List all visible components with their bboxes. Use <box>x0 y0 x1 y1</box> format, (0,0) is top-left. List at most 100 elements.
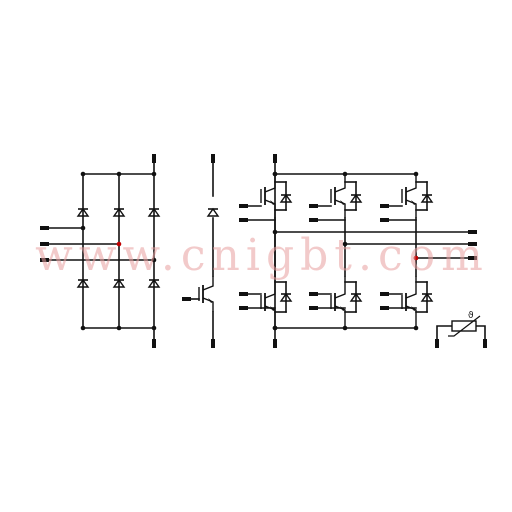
terminal-pin <box>40 242 49 246</box>
rectifier-upper-diode <box>112 207 126 217</box>
terminal-pin <box>380 204 389 208</box>
terminal-pin <box>182 297 191 301</box>
inverter-upper-diode <box>349 193 363 203</box>
diode-triangle <box>76 278 90 288</box>
junction-dots <box>80 171 419 331</box>
terminal-pin <box>309 306 318 310</box>
igbt-arrow <box>411 200 416 205</box>
inverter-upper-igbt <box>330 174 346 218</box>
terminal-pin <box>239 204 248 208</box>
terminal-pin <box>211 339 215 348</box>
igbt-emitter <box>334 199 346 218</box>
igbt-emitter <box>202 297 214 312</box>
igbt-arrow <box>208 298 213 303</box>
rectifier-lower-diode <box>147 278 161 288</box>
junction-dot <box>116 171 122 177</box>
terminal-pin <box>380 292 389 296</box>
diode-triangle <box>349 292 363 302</box>
junction-dot <box>272 171 278 177</box>
terminal-pin <box>239 292 248 296</box>
terminal-pin <box>211 154 215 163</box>
inverter-upper-diode <box>420 193 434 203</box>
terminal-pin <box>273 154 277 163</box>
junction-dot <box>413 255 419 261</box>
terminal-pin <box>309 218 318 222</box>
diode-triangle <box>76 207 90 217</box>
igbt-collector <box>405 276 417 299</box>
igbt-emitter <box>264 199 276 218</box>
junction-dot <box>80 171 86 177</box>
ntc-body <box>451 320 477 332</box>
brake-igbt <box>198 276 214 312</box>
inverter-upper-igbt <box>260 174 276 218</box>
junction-dot <box>151 325 157 331</box>
diode-triangle <box>147 278 161 288</box>
igbt-collector <box>264 174 276 193</box>
junction-dot <box>342 171 348 177</box>
junction-dot <box>151 171 157 177</box>
terminal-pin <box>309 292 318 296</box>
junction-dot <box>151 257 157 263</box>
igbt-collector <box>405 174 417 193</box>
ntc-slash <box>448 315 481 337</box>
watermark: www.cnigbt.com <box>35 230 489 281</box>
diode-triangle <box>279 292 293 302</box>
terminal-pin <box>435 339 439 348</box>
rectifier-lower-diode <box>112 278 126 288</box>
junction-dot <box>413 171 419 177</box>
diode-triangle <box>349 193 363 203</box>
igbt-arrow <box>340 200 345 205</box>
brake-freewheel-diode <box>206 207 220 217</box>
rectifier-upper-diode <box>147 207 161 217</box>
ntc-theta-icon: ϑ <box>468 311 474 321</box>
terminal-pin <box>468 256 477 260</box>
components: ϑ <box>76 174 486 342</box>
inverter-lower-diode <box>279 292 293 302</box>
terminal-pin <box>380 218 389 222</box>
igbt-collector <box>202 276 214 291</box>
junction-dot <box>116 241 122 247</box>
diode-triangle <box>147 207 161 217</box>
terminal-pin <box>468 230 477 234</box>
junction-dot <box>272 229 278 235</box>
inverter-lower-igbt <box>401 276 417 328</box>
terminal-pin <box>239 218 248 222</box>
igbt-collector <box>334 276 346 299</box>
igbt-arrow <box>270 200 275 205</box>
inverter-lower-igbt <box>330 276 346 328</box>
terminal-pin <box>273 339 277 348</box>
inverter-lower-diode <box>349 292 363 302</box>
terminal-pin <box>152 339 156 348</box>
igbt-collector <box>264 276 276 299</box>
igbt-arrow <box>270 306 275 311</box>
junction-dot <box>342 325 348 331</box>
terminal-pin <box>309 204 318 208</box>
igbt-arrow <box>411 306 416 311</box>
rectifier-lower-diode <box>76 278 90 288</box>
ntc-lead-right <box>476 325 486 342</box>
terminal-pin <box>239 306 248 310</box>
terminal-pin <box>152 154 156 163</box>
diode-triangle <box>420 193 434 203</box>
igbt-collector <box>334 174 346 193</box>
junction-dot <box>272 325 278 331</box>
terminal-pin <box>468 242 477 246</box>
terminal-pin <box>40 258 49 262</box>
junction-dot <box>116 325 122 331</box>
terminal-pin <box>380 306 389 310</box>
igbt-emitter <box>405 199 417 218</box>
junction-dot <box>80 225 86 231</box>
terminals <box>40 154 487 348</box>
terminal-pin <box>40 226 49 230</box>
junction-dot <box>413 325 419 331</box>
junction-dot <box>80 325 86 331</box>
inverter-upper-diode <box>279 193 293 203</box>
diode-triangle <box>112 278 126 288</box>
inverter-lower-diode <box>420 292 434 302</box>
diode-triangle <box>206 207 220 217</box>
diode-triangle <box>420 292 434 302</box>
ntc-thermistor: ϑ <box>436 311 486 342</box>
inverter-upper-igbt <box>401 174 417 218</box>
rectifier-upper-diode <box>76 207 90 217</box>
